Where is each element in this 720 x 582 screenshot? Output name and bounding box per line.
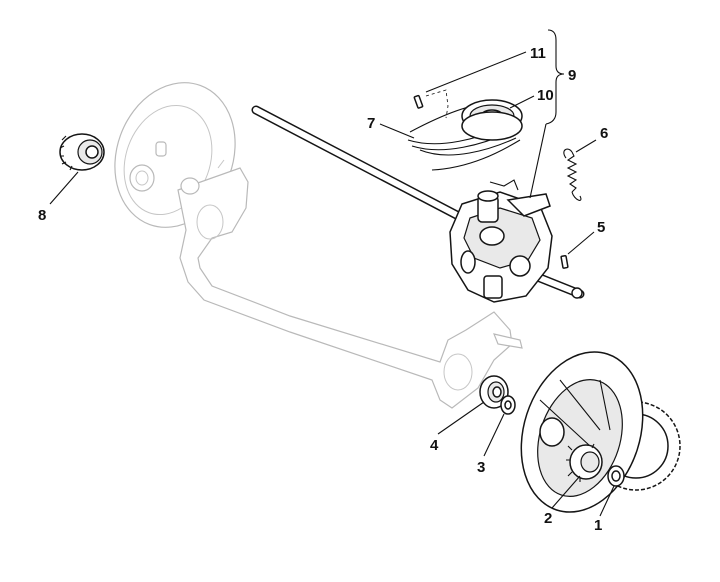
washer-hub <box>607 465 625 487</box>
drive-pulley <box>461 99 523 141</box>
bracket-leader <box>529 123 547 199</box>
callout-5: 5 <box>597 219 605 236</box>
callout-10: 10 <box>537 87 554 104</box>
leader-lines <box>49 51 615 517</box>
callout-9: 9 <box>568 67 576 84</box>
left-pinion-gear <box>59 133 105 171</box>
pulley-pin <box>413 89 449 119</box>
gearbox <box>449 179 553 303</box>
callout-6: 6 <box>600 125 608 142</box>
callout-1: 1 <box>594 517 602 534</box>
height-adjust-frame <box>177 159 523 409</box>
ball-bearing <box>479 375 509 409</box>
callout-11: 11 <box>530 45 546 62</box>
washer-small <box>500 395 516 415</box>
callout-7: 7 <box>367 115 375 132</box>
callout-8: 8 <box>38 207 46 224</box>
callout-4: 4 <box>430 437 439 454</box>
shaft-key <box>560 254 569 269</box>
tension-spring <box>563 148 582 201</box>
group-bracket <box>545 29 565 125</box>
drive-pinion <box>566 443 603 482</box>
callout-3: 3 <box>477 459 485 476</box>
right-wheel-hub <box>520 351 681 513</box>
callout-2: 2 <box>544 510 552 527</box>
